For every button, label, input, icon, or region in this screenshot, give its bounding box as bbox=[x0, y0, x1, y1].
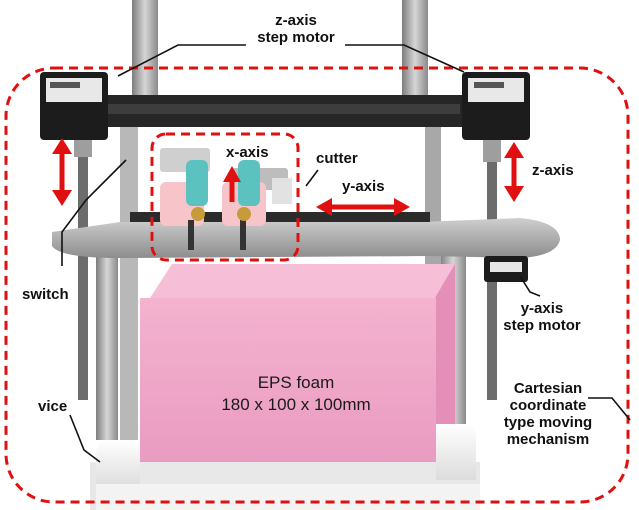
label-y-motor-line1: y-axis bbox=[520, 300, 564, 317]
carriage-plate bbox=[52, 212, 560, 258]
label-z-axis-step-motor: z-axis step motor bbox=[242, 12, 350, 46]
label-mechanism-line1: Cartesian bbox=[513, 380, 583, 397]
label-foam-line1: EPS foam bbox=[257, 373, 335, 392]
label-z-axis: z-axis bbox=[532, 162, 574, 179]
top-crossbar bbox=[40, 95, 530, 127]
label-mechanism-line2: coordinate bbox=[509, 397, 587, 414]
leader-lines bbox=[61, 44, 631, 463]
z-arrow-left bbox=[52, 138, 72, 206]
mechanism-outline bbox=[4, 66, 630, 504]
label-z-motor-line1: z-axis bbox=[275, 12, 317, 29]
label-z-motor-line2: step motor bbox=[257, 29, 335, 46]
label-vice: vice bbox=[38, 398, 68, 415]
cutter-assembly bbox=[160, 148, 292, 250]
eps-foam-block bbox=[140, 264, 455, 470]
label-switch: switch bbox=[22, 286, 69, 303]
z-motor-right bbox=[462, 72, 530, 140]
label-mechanism-line3: type moving bbox=[503, 414, 593, 431]
vice bbox=[90, 424, 480, 510]
label-mechanism: Cartesian coordinate type moving mechani… bbox=[490, 380, 606, 448]
x-arrow bbox=[223, 166, 241, 202]
y-motor bbox=[484, 256, 528, 282]
label-y-axis-step-motor: y-axis step motor bbox=[482, 300, 602, 334]
y-arrow bbox=[316, 198, 410, 216]
label-y-axis: y-axis bbox=[342, 178, 385, 195]
motion-arrows bbox=[52, 138, 524, 216]
label-cutter: cutter bbox=[316, 150, 358, 167]
z-arrow-right bbox=[504, 142, 524, 202]
label-y-motor-line2: step motor bbox=[503, 317, 581, 334]
highlight-overlays bbox=[4, 66, 630, 504]
label-foam-line2: 180 x 100 x 100mm bbox=[221, 395, 371, 414]
label-mechanism-line4: mechanism bbox=[506, 431, 590, 448]
z-motor-left bbox=[40, 72, 108, 140]
label-eps-foam: EPS foam 180 x 100 x 100mm bbox=[216, 372, 376, 416]
label-x-axis: x-axis bbox=[226, 144, 269, 161]
cutter-outline bbox=[150, 132, 300, 262]
